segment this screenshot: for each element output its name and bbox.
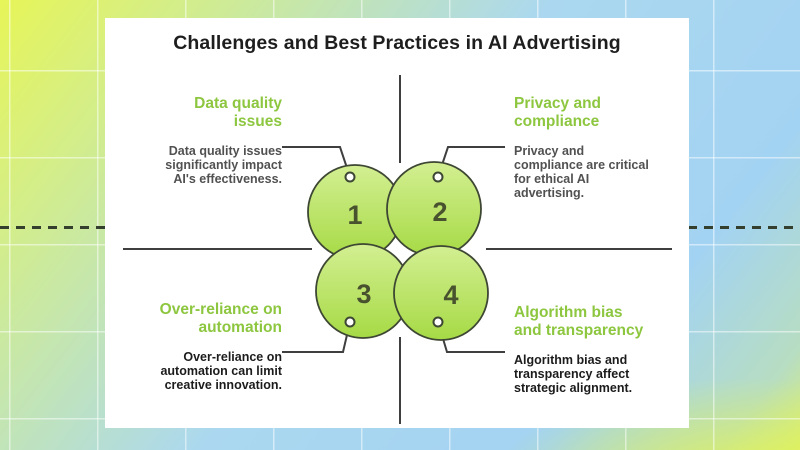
infographic-card: Challenges and Best Practices in AI Adve… xyxy=(105,18,689,428)
quadrant-bottom-left: Over-reliance on automation Over-relianc… xyxy=(92,301,282,392)
quadrant-heading: Algorithm bias and transparency xyxy=(514,304,644,339)
quadrant-top-right: Privacy and compliance Privacy and compl… xyxy=(514,95,684,200)
circle-1-number: 1 xyxy=(347,200,362,230)
marker-4-icon xyxy=(432,316,444,328)
quadrant-bottom-right: Algorithm bias and transparency Algorith… xyxy=(514,304,684,395)
quadrant-heading: Data quality issues xyxy=(194,95,282,130)
venn-diagram: 1 2 3 4 xyxy=(123,75,672,424)
marker-1-icon xyxy=(344,171,356,183)
circle-4 xyxy=(393,245,489,341)
page-title: Challenges and Best Practices in AI Adve… xyxy=(173,32,621,54)
marker-3-icon xyxy=(344,316,356,328)
quadrant-description: Privacy and compliance are critical for … xyxy=(514,143,649,200)
circle-4-number: 4 xyxy=(443,280,458,310)
quadrant-description: Data quality issues significantly impact… xyxy=(165,143,282,186)
circle-2-number: 2 xyxy=(432,197,447,227)
quadrant-description: Algorithm bias and transparency affect s… xyxy=(514,352,633,395)
quadrant-heading: Over-reliance on automation xyxy=(159,301,282,336)
marker-2-icon xyxy=(432,171,444,183)
circle-3-number: 3 xyxy=(356,279,371,309)
quadrant-heading: Privacy and compliance xyxy=(514,95,602,130)
quadrant-top-left: Data quality issues Data quality issues … xyxy=(92,95,282,186)
quadrant-description: Over-reliance on automation can limit cr… xyxy=(160,349,282,392)
